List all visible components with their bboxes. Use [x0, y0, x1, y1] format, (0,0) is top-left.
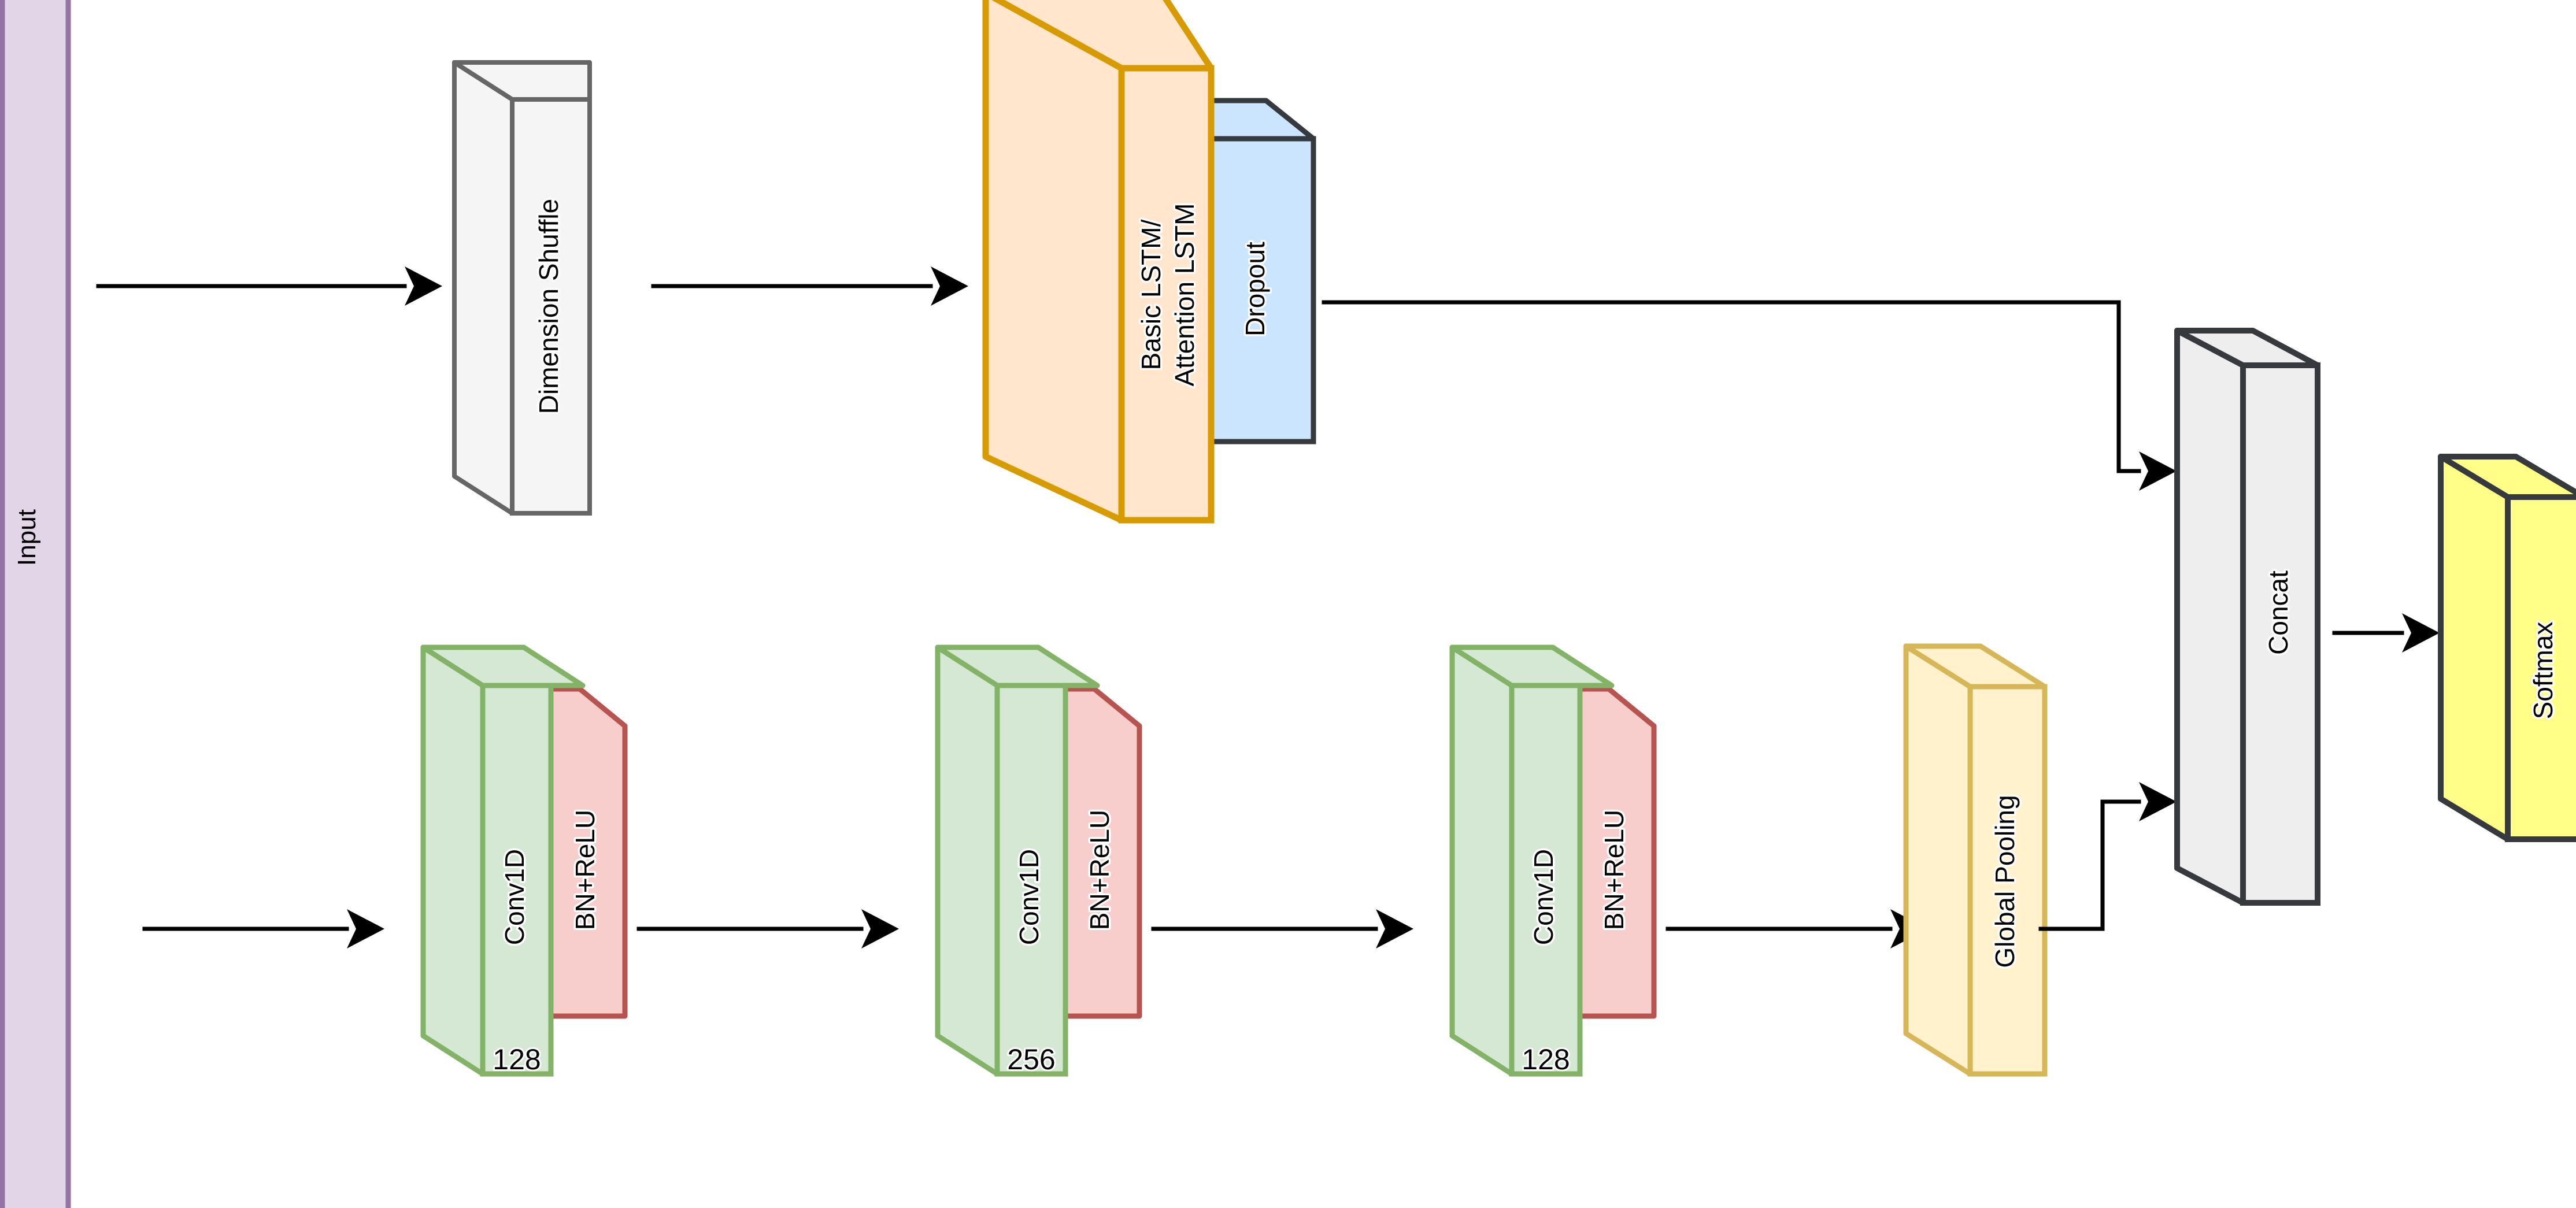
edge-conv3-to-global-pooling [1665, 909, 1928, 948]
arrowhead-icon [347, 909, 384, 948]
arrowhead-icon [2139, 782, 2177, 821]
conv1d-top-face [935, 644, 1100, 688]
conv1d-front-face [480, 683, 554, 1077]
edge-input-to-dimension-shuffle [96, 266, 442, 306]
concat-label: Concat [2263, 570, 2293, 655]
dimension-shuffle-side-face [452, 60, 515, 516]
edge-dropout-to-concat [1322, 300, 2177, 491]
input-block-label: Input [13, 509, 41, 566]
conv1d-side-face [935, 644, 1000, 1077]
edge-input-to-conv-block-1 [142, 909, 384, 948]
softmax-front-face [2505, 494, 2576, 842]
softmax-label: Softmax [2528, 622, 2558, 720]
conv-block-3: Conv1D 128 BN+ReLU [1449, 644, 1657, 1077]
conv1d-label: Conv1D [1014, 849, 1044, 945]
conv1d-front-face [1509, 683, 1583, 1077]
arrowhead-icon [405, 266, 442, 306]
conv1d-label: Conv1D [1528, 849, 1559, 945]
dimension-shuffle-block: Dimension Shuffle [452, 60, 592, 516]
conv1d-filters-label: 128 [1522, 1043, 1570, 1076]
conv1d-top-face [1449, 644, 1615, 688]
lstm-label-line1: Basic LSTM/ [1136, 219, 1166, 370]
edge-conv2-to-conv3 [1151, 909, 1413, 948]
conv1d-top-face [420, 644, 586, 688]
softmax-block: Softmax [2438, 454, 2576, 842]
input-block-body [0, 0, 71, 1208]
concat-front-face [2240, 362, 2320, 906]
arrowhead-icon [861, 909, 899, 948]
lstm-front-face [1118, 65, 1215, 524]
dimension-shuffle-front-face [510, 97, 592, 516]
bn-relu-label: BN+ReLU [1599, 810, 1629, 930]
global-pooling-label: Global Pooling [1990, 795, 2020, 968]
softmax-top-face [2438, 454, 2576, 500]
conv-block-2: Conv1D 256 BN+ReLU [935, 644, 1142, 1077]
conv1d-block-2: Conv1D 256 [935, 644, 1100, 1077]
dimension-shuffle-label: Dimension Shuffle [534, 199, 564, 414]
global-pooling-front-face [1967, 684, 2048, 1077]
edge-global-pooling-to-concat [2038, 782, 2177, 931]
conv1d-label: Conv1D [499, 849, 530, 945]
bn-relu-label: BN+ReLU [1085, 810, 1115, 930]
conv1d-block-1: Conv1D 128 [420, 644, 586, 1077]
conv-block-1: Conv1D 128 BN+ReLU [420, 644, 628, 1077]
arrowhead-icon [931, 266, 968, 306]
input-block: Input [0, 0, 71, 1208]
concat-side-face [2174, 328, 2246, 906]
concat-block: Concat [2174, 328, 2320, 906]
arrowhead-icon [2402, 613, 2440, 653]
lstm-block: Basic LSTM/ Attention LSTM [982, 0, 1215, 524]
edge-line [2038, 799, 2141, 931]
conv1d-block-3: Conv1D 128 [1449, 644, 1615, 1077]
arrowhead-icon [2139, 451, 2177, 491]
conv1d-front-face [994, 683, 1068, 1077]
conv1d-side-face [1449, 644, 1515, 1077]
edge-concat-to-softmax [2332, 613, 2440, 653]
lstm-side-face [982, 0, 1125, 524]
conv1d-filters-label: 128 [493, 1043, 541, 1076]
conv1d-side-face [420, 644, 486, 1077]
arrowhead-icon [1376, 909, 1413, 948]
lstm-label-line2: Attention LSTM [1169, 203, 1200, 386]
dropout-label: Dropout [1240, 242, 1270, 336]
global-pooling-side-face [1903, 643, 1973, 1077]
bn-relu-label: BN+ReLU [570, 810, 600, 930]
conv1d-filters-label: 256 [1007, 1043, 1055, 1076]
edge-dimension-shuffle-to-lstm [651, 266, 968, 306]
softmax-side-face [2438, 454, 2511, 842]
edge-line [1322, 300, 2121, 473]
edge-conv1-to-conv2 [636, 909, 899, 948]
global-pooling-block: Global Pooling [1903, 643, 2048, 1077]
